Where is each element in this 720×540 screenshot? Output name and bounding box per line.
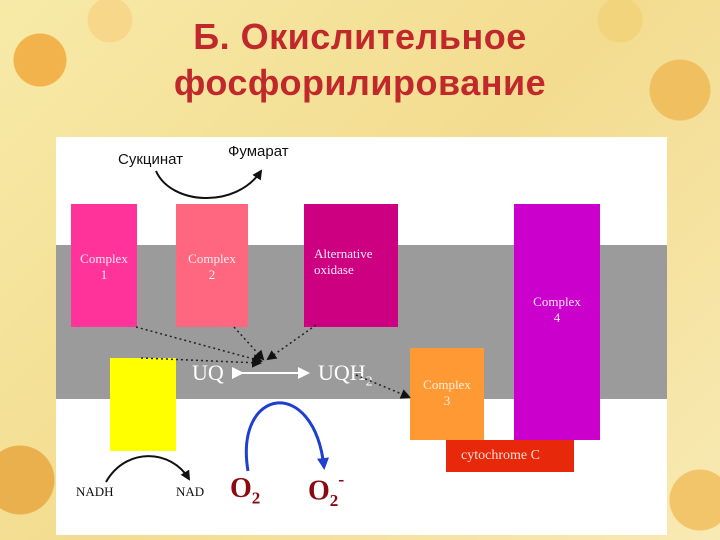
nadh-nad-arrow (105, 455, 191, 483)
diagram-panel: Complex 1 Complex 2 Alternative oxidase … (56, 137, 667, 535)
o2-subscript: 2 (251, 488, 261, 508)
nadh-label: NADH (76, 484, 114, 499)
complex-1-box (71, 204, 137, 327)
title-line-1: Б. Окислительное (193, 16, 527, 57)
superoxide-main: O (308, 475, 330, 507)
cytochrome-c-label: cytochrome C (461, 448, 540, 463)
fumarate-label: Фумарат (228, 143, 289, 160)
succinate-fumarate-arrow (155, 169, 263, 199)
complex2-to-uq-dots (233, 326, 265, 361)
complex1-to-uq-dots (135, 326, 263, 364)
title-line-2: фосфорилирование (173, 62, 547, 103)
uqh2-subscript: 2 (365, 374, 373, 390)
o2-label: O2 (230, 473, 260, 509)
uqh2-to-complex3-dots (355, 374, 411, 399)
yellow-box (110, 358, 176, 451)
uq-label: UQ (192, 360, 224, 385)
cytochrome-c-box (446, 440, 574, 472)
complex-1-label: Complex 1 (80, 251, 128, 282)
altox-to-uq-dots (266, 324, 317, 361)
superoxide-charge: - (338, 469, 345, 489)
yellow-to-uq-dots (140, 357, 262, 368)
superoxide-subscript: 2 (329, 490, 339, 510)
uqh2-main: UQH (318, 360, 366, 385)
complex-2-box (176, 204, 248, 327)
nad-label: NAD (176, 484, 205, 499)
complex-2-label: Complex 2 (188, 251, 236, 282)
uqh2-label: UQH2 (318, 360, 373, 390)
complex-4-box (514, 204, 600, 440)
superoxide-label: O2- (308, 469, 344, 511)
alternative-oxidase-box (304, 204, 398, 327)
o2-superoxide-arrow (244, 401, 329, 472)
o2-main: O (230, 473, 252, 504)
complex-3-label: Complex 3 (423, 377, 471, 408)
succinate-label: Сукцинат (118, 151, 184, 168)
complex-3-box (410, 348, 484, 440)
page-title: Б. Окислительное фосфорилирование (0, 14, 720, 106)
arrows-layer (105, 169, 411, 483)
alternative-oxidase-label: Alternative oxidase (314, 246, 373, 277)
complex-4-label: Complex 4 (533, 294, 581, 325)
